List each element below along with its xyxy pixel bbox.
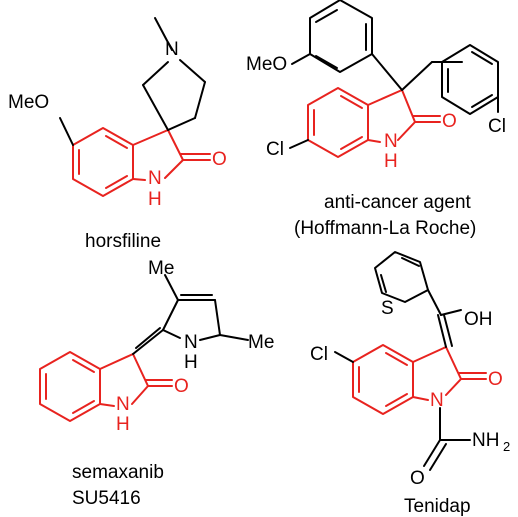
anticancer-chlorobenzyl-ring	[401, 44, 499, 115]
semaxanib-o-label: O	[174, 376, 189, 397]
anticancer-lactam-ring	[367, 89, 441, 143]
tenidap-caption: Tenidap	[404, 496, 471, 517]
tenidap-o-label: O	[488, 369, 503, 390]
anticancer-h-label: H	[384, 151, 398, 172]
anticancer-caption-line1: anti-cancer agent	[324, 192, 472, 213]
horsfiline-structure: MeO N O N H horsfiline	[8, 17, 227, 252]
anticancer-cl-bond	[289, 139, 309, 149]
semaxanib-lactam-ring	[99, 353, 173, 407]
tenidap-lactam-ring	[412, 346, 487, 401]
anticancer-methoxyphenyl-ring	[291, 0, 403, 91]
tenidap-cl-label: Cl	[310, 344, 328, 365]
tenidap-benzene-ring	[352, 344, 414, 415]
tenidap-nh-subscript: 2	[503, 439, 510, 454]
horsfiline-methoxy-bond	[59, 117, 74, 146]
tenidap-nh-label: NH	[472, 430, 499, 451]
semaxanib-h-label: H	[116, 414, 130, 435]
anticancer-cl-left-label: Cl	[266, 139, 284, 160]
tenidap-s-label: S	[381, 298, 394, 319]
tenidap-n-label: N	[430, 390, 444, 411]
horsfiline-benzene-ring	[72, 127, 134, 197]
horsfiline-n-ring-label: N	[148, 168, 162, 189]
anticancer-structure: MeO Cl Cl O N H anti-cancer agent (Hoffm…	[246, 0, 506, 239]
semaxanib-n-label: N	[116, 394, 130, 415]
semaxanib-caption-line1: semaxanib	[72, 462, 164, 483]
anticancer-methoxy-label: MeO	[246, 54, 287, 75]
anticancer-caption-line2: (Hoffmann-La Roche)	[294, 218, 476, 239]
horsfiline-caption: horsfiline	[85, 231, 161, 252]
tenidap-structure: S OH Cl O N NH 2 O Tenidap	[310, 251, 510, 517]
anticancer-cl-right-label: Cl	[488, 116, 506, 137]
semaxanib-structure: Me Me N H O N H semaxanib SU5416	[39, 258, 274, 509]
semaxanib-me-top-label: Me	[148, 258, 174, 279]
horsfiline-h-label: H	[148, 189, 162, 210]
horsfiline-pyrrolidine-ring	[142, 17, 206, 131]
semaxanib-caption-line2: SU5416	[72, 488, 141, 509]
anticancer-benzene-ring	[307, 87, 369, 158]
semaxanib-pyrrole-h-label: H	[184, 352, 198, 373]
horsfiline-n-label: N	[165, 39, 179, 60]
semaxanib-pyrrole-n-label: N	[184, 332, 198, 353]
semaxanib-benzene-ring	[39, 351, 101, 422]
semaxanib-me-right-label: Me	[248, 332, 274, 353]
anticancer-o-label: O	[442, 111, 457, 132]
tenidap-enol-thiophene	[374, 251, 462, 348]
tenidap-amide-o-label: O	[410, 468, 425, 489]
tenidap-cl-bond	[334, 351, 354, 363]
horsfiline-methoxy-label: MeO	[8, 92, 49, 113]
horsfiline-o-label: O	[212, 149, 227, 170]
horsfiline-lactam-ring	[132, 129, 211, 181]
tenidap-oh-label: OH	[464, 309, 493, 330]
tenidap-carboxamide	[423, 407, 471, 471]
anticancer-n-label: N	[384, 131, 398, 152]
semaxanib-pyrrole-ring	[132, 274, 249, 355]
